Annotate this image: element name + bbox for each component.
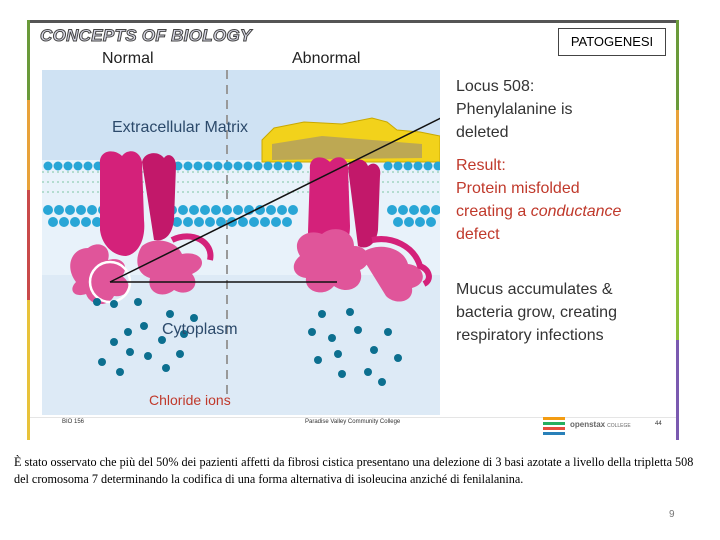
right-accent-bar [676,340,679,440]
left-accent-bar [27,300,30,440]
locus-text: Locus 508: Phenylalanine is deleted [456,75,573,144]
conductance-term: conductance [530,203,622,220]
right-accent-bar [676,230,679,340]
cftr-membrane-diagram: Extracellular Matrix Cytoplasm Chloride … [42,70,440,415]
mucus-line: Mucus accumulates & [456,281,613,298]
locus-line: deleted [456,124,509,141]
abnormal-cftr-protein [293,157,432,302]
normal-cftr-protein [70,151,214,305]
mucus-text: Mucus accumulates & bacteria grow, creat… [456,278,617,347]
abnormal-label: Abnormal [292,50,361,67]
left-accent-bar [27,20,30,100]
footer-course-code: BIO 156 [62,419,85,425]
result-text: Result: Protein misfolded creating a con… [456,154,621,246]
openstax-mark-icon [543,417,565,435]
slide-header-title: CONCEPTS OF BIOLOGY [40,26,252,46]
mucus-line: respiratory infections [456,327,604,344]
normal-label: Normal [102,50,154,67]
extracellular-matrix-label: Extracellular Matrix [112,119,248,136]
result-line: creating a conductance [456,200,621,223]
locus-line: Locus 508: [456,78,535,95]
locus-line: Phenylalanine is [456,101,573,118]
caption-text: È stato osservato che più del 50% dei pa… [14,455,694,486]
patogenesi-badge: PATOGENESI [558,28,666,56]
result-line-prefix: creating a [456,203,531,220]
right-accent-bar [676,110,679,230]
slide-top-border [30,20,676,23]
page-number: 9 [669,509,675,520]
result-line: Protein misfolded [456,180,580,197]
chloride-ions [93,298,402,386]
footer-divider [30,417,676,418]
chloride-ions-label: Chloride ions [149,392,231,408]
left-accent-bar [27,190,30,300]
cytoplasm-label: Cytoplasm [162,321,238,338]
slide: CONCEPTS OF BIOLOGY PATOGENESI Normal Ab… [27,20,679,440]
locus-pointer-line [109,117,440,283]
right-accent-bar [676,20,679,110]
slide-page-number: 44 [655,421,662,427]
result-line: Result: [456,157,506,174]
bacteria-cluster [272,136,422,160]
footer-college: Paradise Valley Community College [305,419,401,425]
openstax-college: COLLEGE [607,423,631,429]
openstax-word: openstax [570,420,606,429]
mucus-line: bacteria grow, creating [456,304,617,321]
left-accent-bar [27,100,30,190]
result-line: defect [456,226,500,243]
membrane-bottom-heads [43,205,440,227]
